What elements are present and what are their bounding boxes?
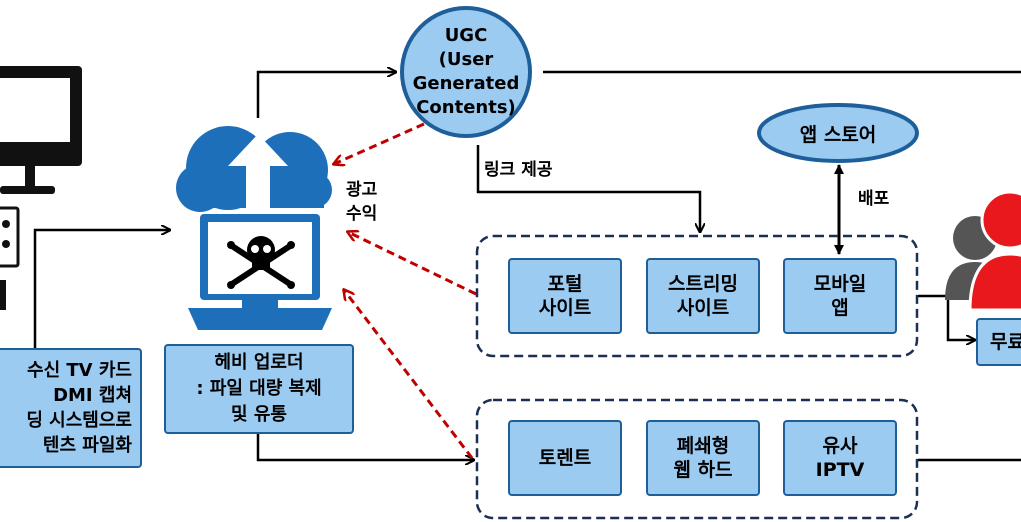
ugc-label: UGC (User Generated Contents)	[412, 25, 520, 118]
tuner-card-icon	[0, 206, 20, 310]
skull-crossbones-icon	[227, 236, 295, 289]
laptop-icon	[188, 214, 332, 330]
uploader-to-ugc-arrow	[256, 72, 396, 118]
heavy-uploader-box: 헤비 업로더 : 파일 대량 복제 및 유통	[164, 344, 354, 434]
monitor-icon	[0, 66, 82, 194]
mobile-app-box: 모바일 앱	[783, 258, 897, 334]
capture-box-label: 수신 TV 카드 DMI 캡쳐 딩 시스템으로 텐츠 파일화	[26, 360, 132, 456]
app-store-ellipse	[757, 103, 919, 163]
ugc-circle	[400, 6, 532, 138]
closed-webhard-label: 폐쇄형 웹 하드	[673, 435, 733, 481]
portal-site-label: 포털 사이트	[538, 273, 592, 319]
ugc-revenue-arrow	[334, 122, 425, 164]
pseudo-iptv-box: 유사 IPTV	[783, 420, 897, 496]
torrent-box: 토렌트	[508, 420, 622, 496]
streaming-site-label: 스트리밍 사이트	[668, 273, 738, 319]
streaming-site-box: 스트리밍 사이트	[646, 258, 760, 334]
p2p-services-group	[475, 398, 919, 520]
link-provide-arrow	[476, 145, 700, 232]
ad-revenue-label: 광고 수익	[346, 180, 378, 224]
web-services-group	[475, 234, 919, 358]
free-label: 무료	[990, 331, 1021, 353]
app-store-label: 앱 스토어	[799, 123, 877, 146]
portal-revenue-arrow	[348, 232, 477, 296]
p2p-revenue-arrow	[344, 290, 474, 459]
uploader-to-p2p-arrow	[256, 434, 474, 460]
capture-box: 수신 TV 카드 DMI 캡쳐 딩 시스템으로 텐츠 파일화	[0, 348, 142, 468]
closed-webhard-box: 폐쇄형 웹 하드	[646, 420, 760, 496]
cloud-upload-icon	[176, 126, 332, 212]
group-to-free-arrow	[918, 294, 975, 340]
capture-to-uploader-arrow	[33, 230, 170, 350]
link-provide-label: 링크 제공	[484, 160, 553, 180]
pseudo-iptv-label: 유사 IPTV	[815, 435, 865, 481]
free-box: 무료	[976, 318, 1021, 366]
heavy-uploader-label: 헤비 업로더 : 파일 대량 복제 및 유통	[196, 352, 322, 425]
distribution-label: 배포	[858, 189, 890, 209]
torrent-label: 토렌트	[538, 447, 592, 469]
mobile-app-label: 모바일 앱	[813, 273, 867, 319]
portal-site-box: 포털 사이트	[508, 258, 622, 334]
users-icon	[945, 190, 1021, 312]
